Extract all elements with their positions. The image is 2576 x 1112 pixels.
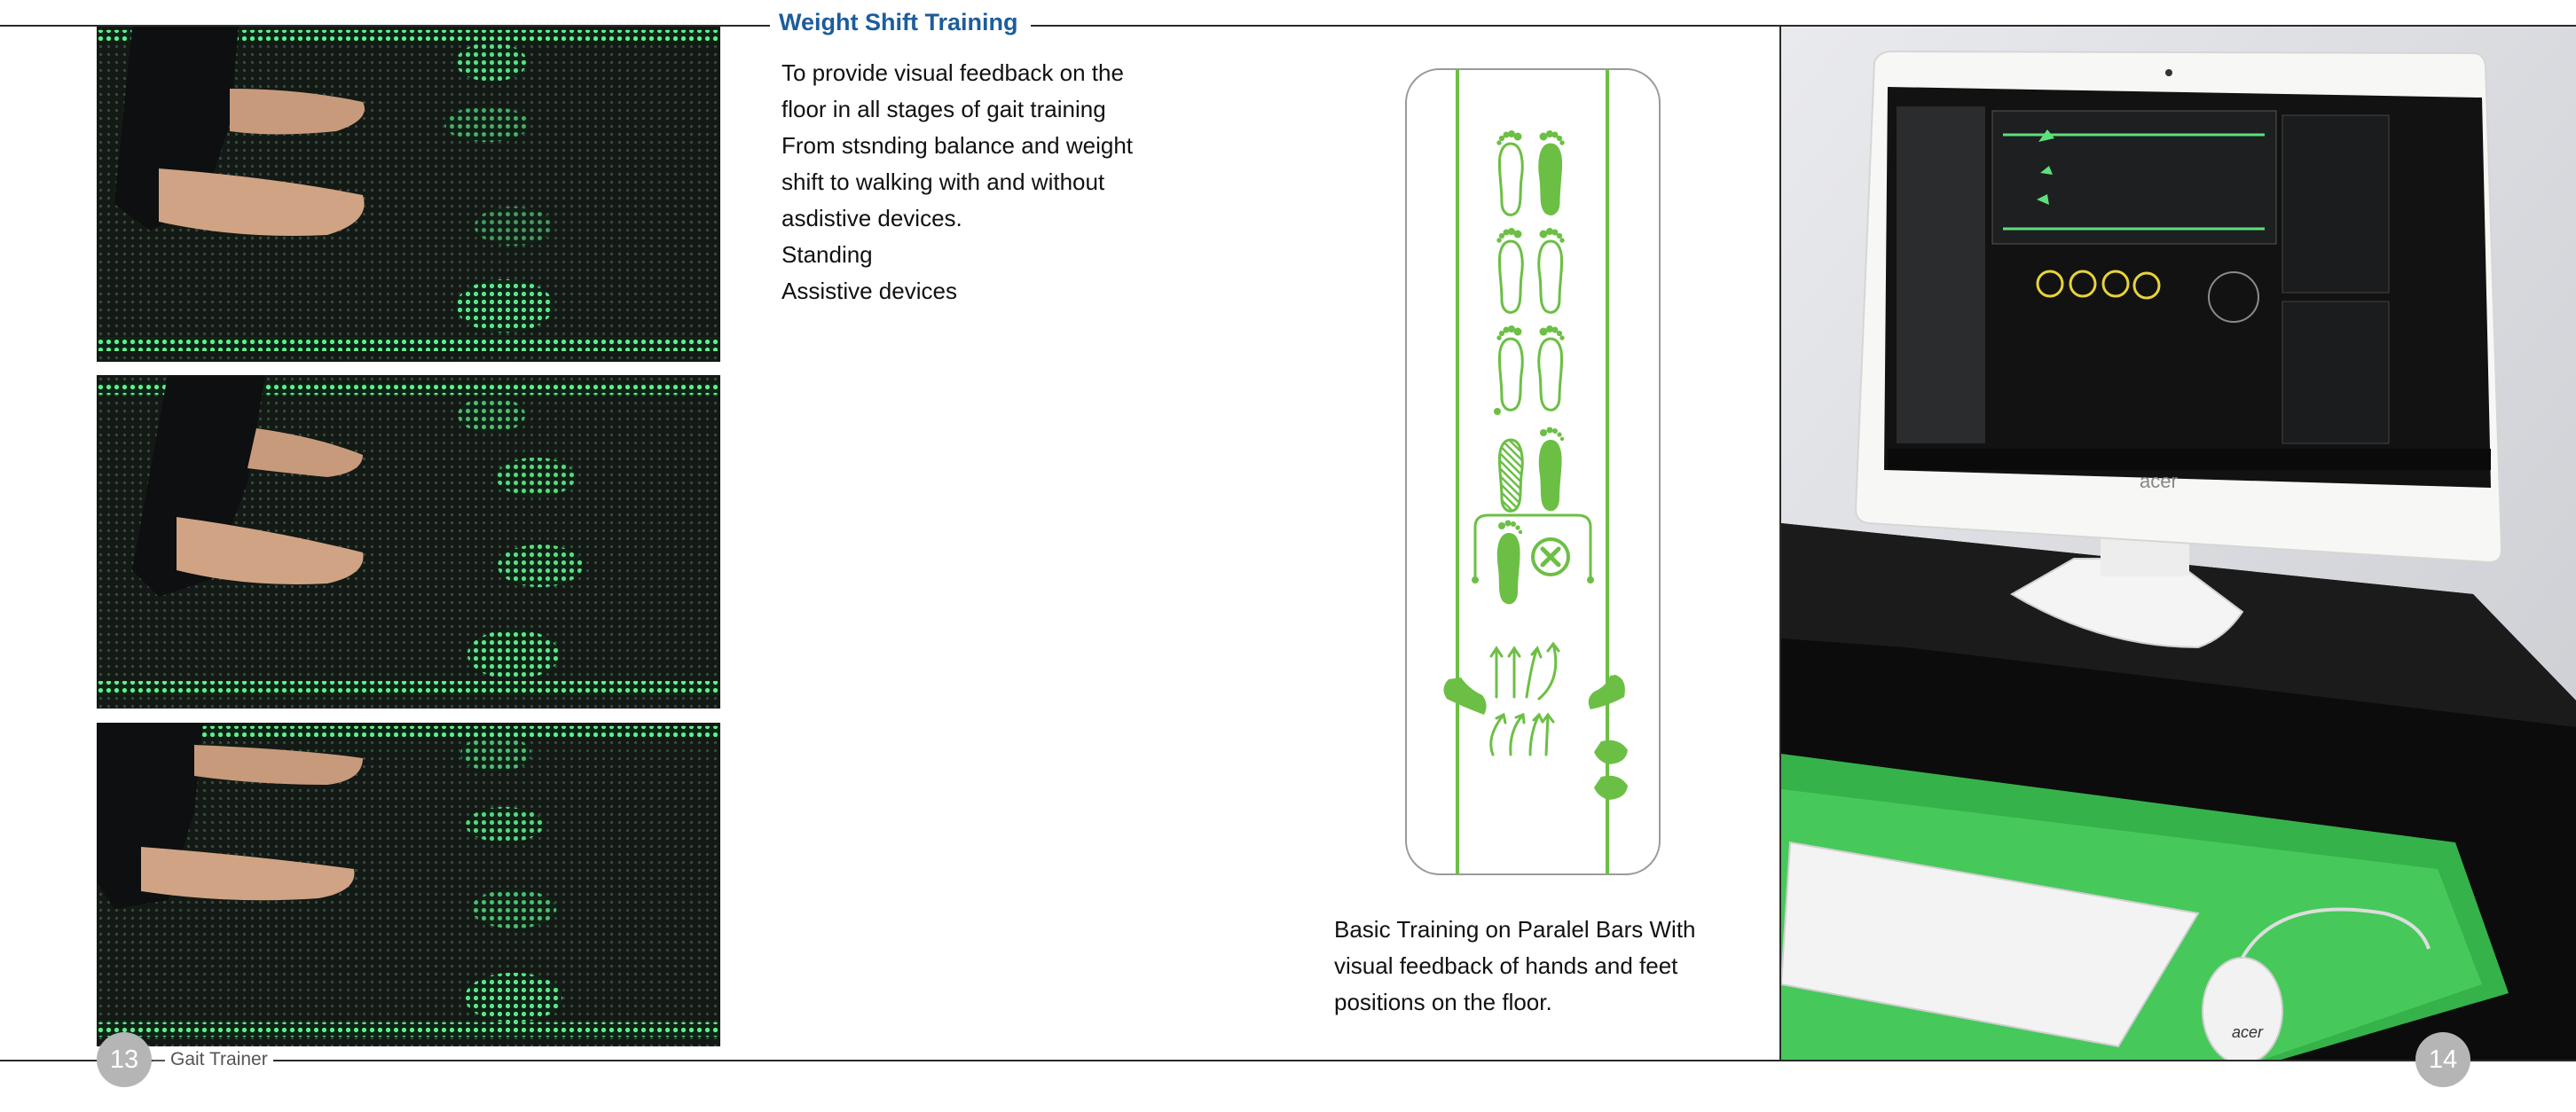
foot-cross-icon xyxy=(1472,513,1594,605)
body-line: asdistive devices. xyxy=(781,205,962,231)
floor-photo-1 xyxy=(97,27,720,362)
caption-line: Basic Training on Paralel Bars With xyxy=(1334,916,1696,943)
floor-photo-3 xyxy=(97,723,720,1046)
page-divider xyxy=(1779,27,1781,1061)
footer-dash xyxy=(153,1060,170,1061)
hand-icon xyxy=(1443,675,1628,800)
mouse-brand: acer xyxy=(2232,1023,2264,1041)
header-rule xyxy=(0,25,2576,27)
floor-photo-2 xyxy=(97,375,720,709)
body-line: From stsnding balance and weight xyxy=(781,132,1134,159)
page-number-left: 13 xyxy=(97,1032,152,1087)
page-number-right: 14 xyxy=(2415,1032,2470,1087)
section-title: Weight Shift Training xyxy=(770,7,1031,37)
body-line: Assistive devices xyxy=(781,278,957,304)
direction-arrows-icon xyxy=(1489,641,1560,756)
body-text: To provide visual feedback on the floor … xyxy=(781,55,1190,309)
monitor-brand: acer xyxy=(2140,470,2178,492)
caption-line: visual feedback of hands and feet xyxy=(1334,952,1678,979)
footer-label: Gait Trainer xyxy=(165,1046,273,1073)
diagram-caption: Basic Training on Paralel Bars With visu… xyxy=(1334,912,1751,1021)
body-line: Standing xyxy=(781,241,873,268)
footer-rule xyxy=(0,1060,2576,1061)
foot-left-hatched-icon xyxy=(1497,427,1565,513)
setup-photo: acer acer xyxy=(1781,27,2576,1061)
parallel-bars-diagram xyxy=(1404,67,1661,876)
body-line: shift to walking with and without xyxy=(781,168,1105,195)
body-line: To provide visual feedback on the xyxy=(781,59,1124,86)
body-line: floor in all stages of gait training xyxy=(781,96,1106,122)
caption-line: positions on the floor. xyxy=(1334,989,1552,1015)
